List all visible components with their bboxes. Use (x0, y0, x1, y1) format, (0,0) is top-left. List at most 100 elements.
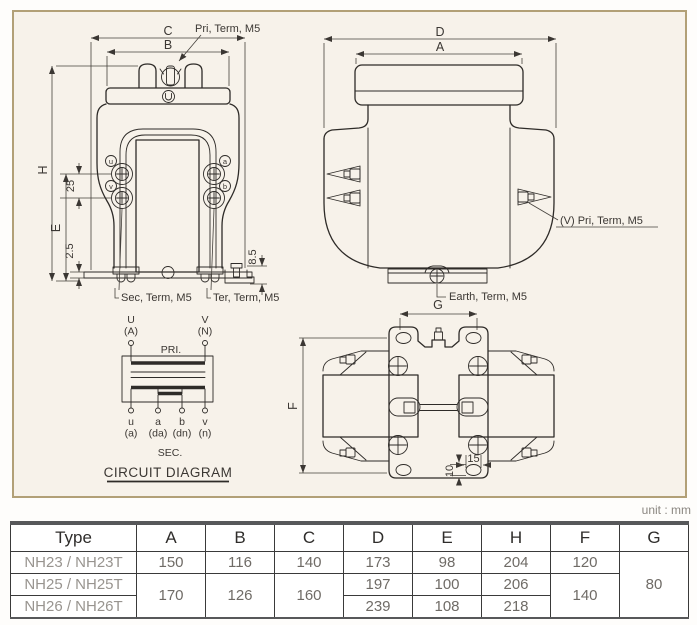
type-nh25: NH25 / NH25T (10, 573, 137, 596)
nh23-d: 173 (343, 551, 413, 574)
front-left-bushing (138, 63, 157, 89)
front-base (83, 263, 255, 284)
terminal-v-label: v (109, 182, 113, 191)
circuit-term-a: a (155, 416, 161, 428)
mounting-holes (395, 332, 482, 476)
dim-label-2-5: 2.5 (64, 243, 76, 258)
nh23-b: 116 (205, 551, 275, 574)
table-header-row: Type A B C D E H F G (10, 522, 689, 552)
core-window (135, 139, 200, 273)
coil-channel-outer (119, 128, 217, 269)
side-right-terminal (517, 188, 552, 206)
dimension-drawing: C B Pri, Term, M5 H E 25 2.5 (36, 23, 658, 486)
shared-b: 126 (205, 573, 275, 619)
circuit-term-u: u (128, 416, 134, 428)
side-base (387, 265, 488, 284)
nh23-e: 98 (412, 551, 482, 574)
front-pri-terminal (159, 65, 182, 87)
dim-label-h: H (36, 165, 50, 174)
v-pri-term-label: (V) Pri, Term, M5 (560, 215, 643, 227)
circuit-sec-label: SEC. (158, 447, 183, 459)
core-lines (130, 371, 206, 378)
circuit-title: CIRCUIT DIAGRAM (104, 465, 233, 480)
nh26-h: 218 (481, 595, 551, 619)
dim-label-10: 10 (444, 465, 456, 477)
front-body-right (221, 103, 240, 269)
side-left-terminals (326, 165, 361, 207)
type-nh26: NH26 / NH26T (10, 595, 137, 619)
sec-term-label: Sec, Term, M5 (121, 292, 192, 304)
top-view: G F (286, 298, 555, 486)
col-header-d: D (343, 522, 413, 552)
nh23-h: 204 (481, 551, 551, 574)
nh26-d: 239 (343, 595, 413, 619)
coil-channel-inner (125, 134, 211, 269)
shared-f: 140 (550, 573, 620, 619)
dim-label-f: F (286, 402, 300, 410)
dim-label-25: 25 (65, 180, 77, 192)
pri-term-label: Pri, Term, M5 (195, 23, 260, 35)
shared-c: 160 (274, 573, 344, 619)
secondary-winding (131, 385, 205, 396)
shared-a: 170 (136, 573, 206, 619)
circuit-term-U-sub: (A) (124, 326, 138, 338)
nh25-d: 197 (343, 573, 413, 596)
circuit-term-U: U (127, 314, 135, 326)
dim-label-d: D (435, 25, 444, 39)
dim-label-c: C (163, 24, 172, 38)
nh25-e: 100 (412, 573, 482, 596)
ter-term-label: Ter, Term, M5 (213, 292, 279, 304)
circuit-term-a-sub: (da) (149, 428, 168, 440)
nh26-e: 108 (412, 595, 482, 619)
circuit-pri-label: PRI. (161, 344, 181, 356)
mounting-plate (388, 326, 489, 479)
dim-label-g: G (433, 298, 443, 312)
center-link (388, 397, 489, 417)
nh23-a: 150 (136, 551, 206, 574)
col-header-a: A (136, 522, 206, 552)
side-top-cap (354, 64, 524, 106)
nh25-h: 206 (481, 573, 551, 596)
circuit-diagram: U (A) V (N) PRI. u (a) a (da) b (dn) v (… (104, 314, 233, 483)
col-header-h: H (481, 522, 551, 552)
ground-mark (162, 90, 175, 103)
front-body-left (96, 103, 115, 269)
front-top-cap (105, 87, 231, 105)
circuit-term-v: v (202, 416, 208, 428)
nh23-c: 140 (274, 551, 344, 574)
dim-label-a: A (436, 40, 445, 54)
col-header-f: F (550, 522, 620, 552)
circuit-term-b: b (179, 416, 185, 428)
col-header-c: C (274, 522, 344, 552)
type-nh23: NH23 / NH23T (10, 551, 137, 574)
circuit-term-u-sub: (a) (125, 428, 138, 440)
side-body (323, 138, 555, 269)
left-coil-top (322, 350, 419, 462)
unit-label: unit : mm (641, 503, 691, 517)
front-terminal-screws: u v a b (105, 155, 231, 209)
col-header-b: B (205, 522, 275, 552)
table-row: NH26 / NH26T 239 108 218 (10, 595, 689, 619)
side-view: D A (V) Pri, T (323, 25, 658, 303)
terminal-u-label: u (109, 157, 113, 166)
circuit-term-V-sub: (N) (198, 326, 213, 338)
table-row: NH25 / NH25T 170 126 160 197 100 206 140 (10, 573, 689, 619)
front-right-bracket (224, 269, 255, 284)
col-header-g: G (619, 522, 689, 552)
nh23-f: 120 (550, 551, 620, 574)
terminal-b-label: b (223, 182, 227, 191)
circuit-term-V: V (201, 314, 208, 326)
table-row: NH23 / NH23T 150 116 140 173 98 204 120 … (10, 551, 689, 619)
dim-label-15: 15 (467, 453, 479, 465)
dim-label-8-5: 8.5 (247, 249, 259, 264)
front-right-bushing (184, 63, 203, 89)
circuit-term-v-sub: (n) (199, 428, 212, 440)
right-coil-top (458, 350, 555, 462)
dimension-table: Type A B C D E H F G NH23 / NH23T 150 11… (10, 521, 689, 619)
shared-g: 80 (619, 551, 689, 619)
circuit-term-b-sub: (dn) (173, 428, 192, 440)
col-header-e: E (412, 522, 482, 552)
dim-label-b: B (164, 38, 172, 52)
terminal-a-label: a (223, 157, 228, 166)
